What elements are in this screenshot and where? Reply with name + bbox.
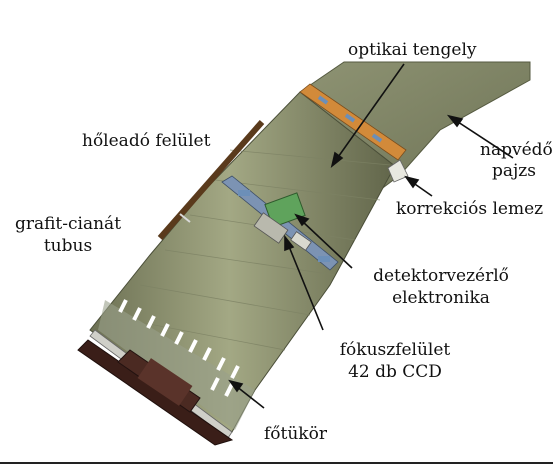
focal-plane-assembly (221, 175, 339, 271)
primary-mirror-base (77, 299, 255, 446)
label-focal-plane-line2: 42 db CCD (348, 362, 442, 382)
label-primary-mirror: főtükör (264, 424, 327, 444)
label-electronics-line1: detektorvezérlő (373, 266, 509, 286)
ccd-board (264, 192, 306, 228)
label-focal-plane-line1: fókuszfelület (339, 340, 451, 360)
tube-panel-lines (117, 149, 391, 351)
label-heat-radiator: hőleadó felület (82, 131, 211, 151)
label-sunshade-line1: napvédő (480, 140, 553, 160)
label-corrector-plate: korrekciós lemez (396, 199, 544, 219)
label-optical-axis: optikai tengely (348, 40, 477, 60)
bottom-divider (0, 462, 553, 464)
corrector-plate (299, 83, 409, 183)
label-tube-line2: tubus (43, 236, 93, 256)
pointer-lines (228, 63, 514, 409)
label-sunshade-line2: pajzs (492, 161, 536, 181)
label-tube-line1: grafit-cianát (14, 214, 122, 234)
label-electronics-line2: elektronika (392, 288, 490, 308)
heat-radiator (157, 120, 265, 240)
